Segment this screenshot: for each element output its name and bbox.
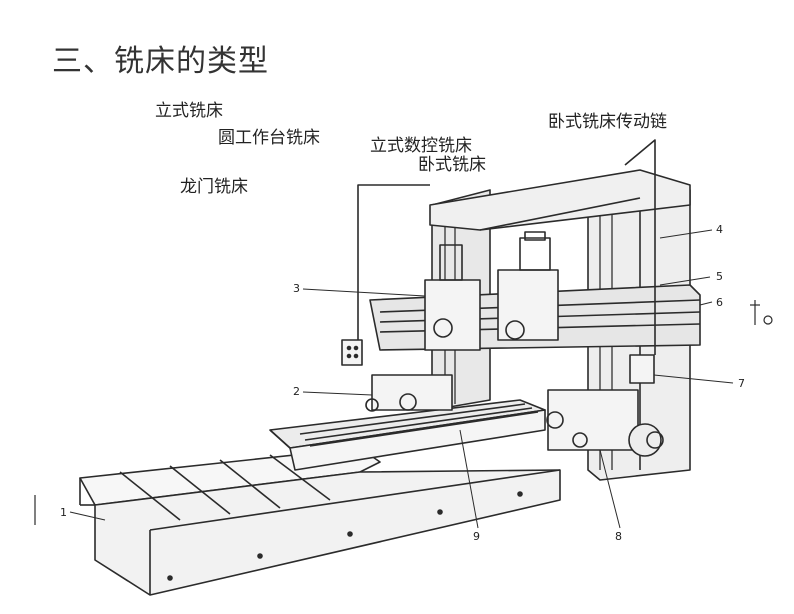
label-horizontal-mill: 卧式铣床 bbox=[418, 155, 486, 175]
label-rotary-table-mill: 圆工作台铣床 bbox=[218, 128, 320, 148]
label-horizontal-drive-chain: 卧式铣床传动链 bbox=[548, 112, 667, 132]
callout-8: 8 bbox=[615, 530, 622, 543]
callout-5: 5 bbox=[716, 270, 723, 283]
side-gear-icon bbox=[750, 300, 773, 325]
callout-9: 9 bbox=[473, 530, 480, 543]
pendant-control bbox=[341, 184, 430, 366]
side-head-left bbox=[365, 374, 453, 412]
vertical-spindle-head-right bbox=[497, 231, 559, 341]
callout-2: 2 bbox=[293, 385, 300, 398]
callout-3: 3 bbox=[293, 282, 300, 295]
page-title: 三、铣床的类型 bbox=[52, 44, 269, 79]
top-beam bbox=[429, 169, 691, 231]
label-vertical-cnc-mill: 立式数控铣床 bbox=[370, 136, 472, 156]
label-gantry-mill: 龙门铣床 bbox=[180, 177, 248, 197]
callout-1: 1 bbox=[60, 506, 67, 519]
side-head-right bbox=[546, 389, 664, 457]
label-vertical-mill: 立式铣床 bbox=[155, 101, 223, 121]
callout-leaders bbox=[69, 229, 734, 529]
callout-4: 4 bbox=[716, 223, 723, 236]
vertical-spindle-head-left bbox=[424, 244, 481, 351]
callout-7: 7 bbox=[738, 377, 745, 390]
machine-bed bbox=[79, 447, 561, 596]
right-control-box bbox=[624, 139, 656, 384]
callout-6: 6 bbox=[716, 296, 723, 309]
